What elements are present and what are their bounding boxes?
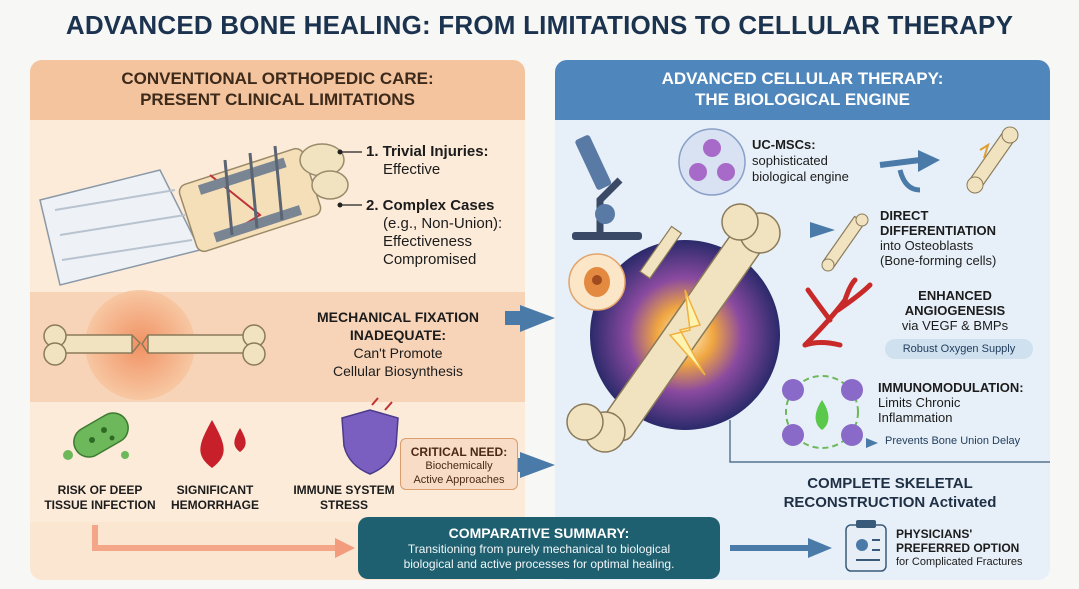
right-header-text: ADVANCED CELLULAR THERAPY: THE BIOLOGICA… bbox=[555, 68, 1050, 110]
phys-title2: PREFERRED OPTION bbox=[896, 541, 1020, 555]
risk-immune-label: IMMUNE SYSTEM STRESS bbox=[284, 483, 404, 513]
immuno-desc2: Inflammation bbox=[878, 410, 953, 425]
physicians-option-block: PHYSICIANS' PREFERRED OPTION for Complic… bbox=[896, 527, 1023, 569]
risk2-line2: HEMORRHAGE bbox=[170, 498, 259, 512]
right-header-line1: ADVANCED CELLULAR THERAPY: bbox=[661, 69, 944, 88]
shield-icon bbox=[341, 397, 399, 475]
page-title: ADVANCED BONE HEALING: FROM LIMITATIONS … bbox=[65, 10, 1014, 40]
microscope-icon bbox=[572, 135, 642, 240]
risk1-line1: RISK OF DEEP bbox=[57, 483, 143, 497]
immuno-title: IMMUNOMODULATION: bbox=[878, 380, 1024, 395]
mech-desc1: Can't Promote bbox=[353, 345, 443, 361]
angio-desc: via VEGF & BMPs bbox=[901, 318, 1009, 333]
critical-need-box: CRITICAL NEED: Biochemically Active Appr… bbox=[400, 438, 518, 490]
summary-line1: Transitioning from purely mechanical to … bbox=[407, 542, 671, 556]
right-header-line2: THE BIOLOGICAL ENGINE bbox=[694, 90, 911, 109]
prevents-delay-label: Prevents Bone Union Delay bbox=[885, 435, 1021, 447]
ucmsc-desc2: biological engine bbox=[752, 169, 849, 184]
risk-infection-label: RISK OF DEEP TISSUE INFECTION bbox=[30, 483, 170, 513]
risk-hemorrhage-label: SIGNIFICANT HEMORRHAGE bbox=[160, 483, 270, 513]
immune-cycle-icon bbox=[782, 375, 863, 449]
angiogenesis-block: ENHANCED ANGIOGENESIS via VEGF & BMPs bbox=[880, 288, 1030, 333]
complete-line2: RECONSTRUCTION Activated bbox=[783, 494, 997, 511]
cell-bubble-icon bbox=[568, 253, 626, 311]
mech-desc2: Cellular Biosynthesis bbox=[333, 363, 463, 379]
phys-title1: PHYSICIANS' bbox=[896, 527, 973, 541]
item-trivial-injuries: 1. Trivial Injuries: Effective bbox=[366, 143, 489, 179]
risk3-line2: STRESS bbox=[319, 498, 368, 512]
blood-drop-icon bbox=[200, 420, 246, 468]
phys-desc: for Complicated Fractures bbox=[896, 556, 1023, 568]
ucmsc-title: UC-MSCs: bbox=[752, 137, 816, 152]
mechanical-fixation-block: MECHANICAL FIXATION INADEQUATE: Can't Pr… bbox=[288, 308, 508, 380]
item2-desc3: Compromised bbox=[383, 251, 477, 268]
mech-title1: MECHANICAL FIXATION bbox=[316, 309, 480, 325]
summary-line2: biological and active processes for opti… bbox=[403, 557, 675, 571]
diff-title1: DIRECT bbox=[880, 208, 929, 223]
item2-title: 2. Complex Cases bbox=[366, 197, 495, 214]
mech-title2: INADEQUATE: bbox=[349, 327, 447, 343]
bacteria-icon bbox=[63, 412, 129, 460]
critical-title: CRITICAL NEED: bbox=[410, 445, 508, 459]
small-bone-icon-top bbox=[966, 126, 1019, 194]
ucmsc-block: UC-MSCs: sophisticated biological engine bbox=[752, 137, 849, 185]
right-header bbox=[555, 60, 1050, 120]
risk2-line1: SIGNIFICANT bbox=[176, 483, 254, 497]
stem-cells-icon bbox=[678, 128, 746, 196]
item2-desc2: Effectiveness bbox=[383, 233, 472, 250]
diff-desc2: (Bone-forming cells) bbox=[880, 253, 997, 268]
left-header-text: CONVENTIONAL ORTHOPEDIC CARE: PRESENT CL… bbox=[30, 68, 525, 110]
immunomodulation-block: IMMUNOMODULATION: Limits Chronic Inflamm… bbox=[878, 380, 1024, 425]
immuno-desc1: Limits Chronic bbox=[878, 395, 961, 410]
item-complex-cases: 2. Complex Cases (e.g., Non-Union): Effe… bbox=[366, 197, 502, 269]
angio-title1: ENHANCED bbox=[918, 288, 992, 303]
complete-reconstruction-block: COMPLETE SKELETAL RECONSTRUCTION Activat… bbox=[730, 474, 1050, 512]
risk1-line2: TISSUE INFECTION bbox=[44, 498, 156, 512]
critical-desc1: Biochemically bbox=[425, 460, 493, 472]
fracture-burst-icon bbox=[566, 203, 781, 453]
ucmsc-desc1: sophisticated bbox=[752, 153, 828, 168]
left-header bbox=[30, 60, 525, 120]
bandaged-limb-icon bbox=[39, 143, 349, 286]
blood-vessel-icon bbox=[802, 277, 873, 348]
left-header-line2: PRESENT CLINICAL LIMITATIONS bbox=[140, 90, 415, 109]
angio-title2: ANGIOGENESIS bbox=[904, 303, 1006, 318]
complete-line1: COMPLETE SKELETAL bbox=[807, 475, 973, 492]
left-header-line1: CONVENTIONAL ORTHOPEDIC CARE: bbox=[121, 69, 434, 88]
clipboard-icon bbox=[845, 520, 887, 572]
risk3-line1: IMMUNE SYSTEM bbox=[293, 483, 395, 497]
item1-desc: Effective bbox=[383, 161, 441, 178]
diff-title2: DIFFERENTIATION bbox=[880, 223, 997, 238]
differentiation-block: DIRECT DIFFERENTIATION into Osteoblasts … bbox=[880, 208, 996, 268]
bone-differentiation-icon bbox=[821, 213, 869, 272]
item2-desc1: (e.g., Non-Union): bbox=[383, 215, 503, 232]
fractured-bone-icon bbox=[43, 290, 266, 400]
diff-desc1: into Osteoblasts bbox=[880, 238, 974, 253]
critical-desc2: Active Approaches bbox=[413, 474, 505, 486]
oxygen-supply-pill: Robust Oxygen Supply bbox=[885, 339, 1033, 359]
summary-title: COMPARATIVE SUMMARY: bbox=[448, 525, 630, 541]
item1-title: 1. Trivial Injuries: bbox=[366, 143, 489, 160]
comparative-summary-box: COMPARATIVE SUMMARY: Transitioning from … bbox=[358, 517, 720, 579]
